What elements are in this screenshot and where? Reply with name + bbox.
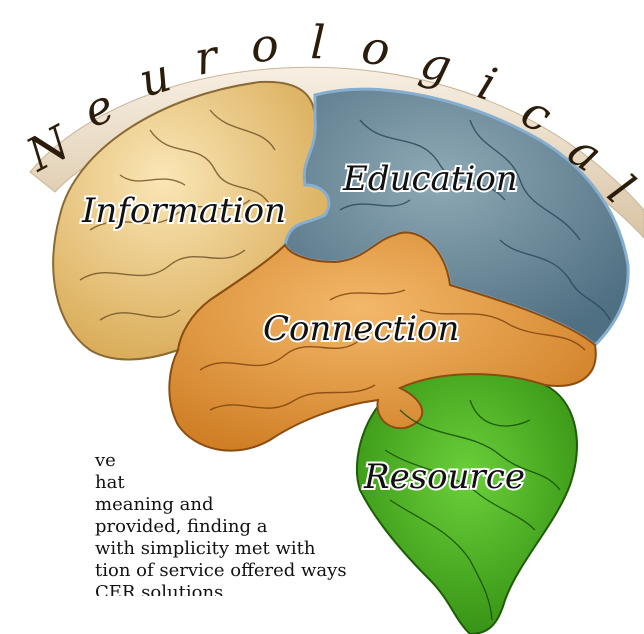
intro-line: ve — [95, 450, 116, 471]
lobe-wrinkles — [79, 109, 276, 321]
education-label: Education — [342, 159, 518, 199]
intro-line: CER solutions — [95, 582, 224, 596]
resource-label: Resource — [363, 457, 525, 497]
arc-letter: r — [191, 28, 225, 86]
intro-line: hat — [95, 472, 125, 493]
arc-letter: i — [471, 56, 503, 112]
information-label: Information — [81, 191, 286, 231]
intro-line: tion of service offered ways — [95, 560, 347, 581]
arc-letter: g — [415, 34, 457, 94]
intro-line: provided, finding a — [95, 516, 268, 537]
education-wrinkles — [339, 119, 611, 321]
connection-lobe — [168, 231, 597, 452]
connection-wrinkles — [199, 289, 586, 411]
resource-wrinkles — [384, 399, 561, 621]
connection-label: Connection — [263, 309, 459, 349]
arc-letter: o — [249, 17, 280, 73]
intro-line: with simplicity met with — [95, 538, 316, 559]
arc-letter: l — [310, 15, 327, 69]
intro-paragraph: ve hat meaning and provided, finding a w… — [0, 450, 420, 596]
intro-line: meaning and — [95, 494, 214, 515]
arc-letter: o — [358, 19, 393, 76]
